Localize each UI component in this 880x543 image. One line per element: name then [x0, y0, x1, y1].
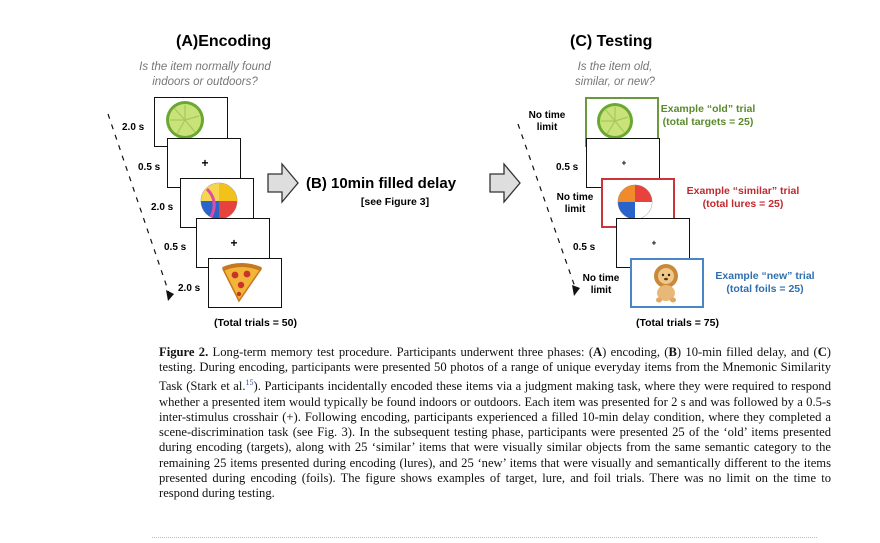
encoding-time-1: 2.0 s [122, 122, 145, 133]
testing-time-5: No time limit [578, 273, 624, 297]
caption-text-4: ). Participants incidentally encoded the… [159, 379, 831, 501]
encoding-title: (A)Encoding [176, 33, 272, 50]
caption-b: B [668, 345, 677, 359]
pizza-image [221, 263, 263, 303]
crosshair: + [621, 158, 627, 168]
encoding-timeline [107, 113, 174, 301]
caption-label: Figure 2. [159, 345, 209, 359]
caption-intro: Long-term memory test procedure. Partici… [208, 345, 594, 359]
encoding-question: Is the item normally found indoors or ou… [100, 60, 310, 90]
arrow-delay-to-testing [489, 162, 521, 204]
figure-caption: Figure 2. Long-term memory test procedur… [159, 345, 831, 501]
example-similar-line2: (total lures = 25) [702, 198, 784, 210]
testing-time-1-text: No time limit [528, 110, 566, 133]
encoding-time-5: 2.0 s [178, 283, 201, 294]
example-old-line1: Example “old” trial [660, 103, 756, 115]
delay-subtitle: [see Figure 3] [360, 196, 430, 208]
testing-time-5-text: No time limit [582, 273, 620, 296]
encoding-frame-lime [154, 97, 228, 147]
testing-time-3-text: No time limit [556, 192, 594, 215]
encoding-time-2: 0.5 s [138, 162, 161, 173]
lion-toy-image [654, 264, 678, 303]
encoding-total: (Total trials = 50) [214, 317, 297, 329]
encoding-timeline-arrowhead [166, 290, 174, 301]
testing-question: Is the item old, similar, or new? [530, 60, 700, 90]
lime-image [597, 103, 633, 139]
caption-c: C [817, 345, 827, 359]
testing-question-line1: Is the item old, [577, 61, 653, 73]
encoding-question-line2: indoors or outdoors? [152, 76, 258, 88]
testing-frame-lime-old [585, 97, 659, 147]
page-divider [152, 537, 817, 538]
example-old-line2: (total targets = 25) [662, 116, 754, 128]
example-similar-label: Example “similar” trial (total lures = 2… [680, 185, 806, 211]
testing-title: (C) Testing [570, 33, 653, 50]
testing-time-3: No time limit [552, 192, 598, 216]
encoding-question-line1: Is the item normally found [139, 61, 271, 73]
caption-text-1: ) encoding, ( [602, 345, 669, 359]
caption-text-2: ) 10-min filled delay, and ( [676, 345, 818, 359]
testing-frame-lion-new [630, 258, 704, 308]
testing-time-4: 0.5 s [573, 242, 596, 253]
crosshair: + [230, 236, 238, 250]
example-new-label: Example “new” trial (total foils = 25) [708, 270, 822, 296]
beach-ball-image [617, 184, 653, 220]
example-old-label: Example “old” trial (total targets = 25) [652, 103, 764, 129]
testing-time-2: 0.5 s [556, 162, 579, 173]
caption-text-3: ) testing. During encoding, participants… [159, 345, 831, 394]
lime-image [166, 101, 204, 139]
testing-total: (Total trials = 75) [636, 317, 719, 329]
example-new-line2: (total foils = 25) [726, 283, 804, 295]
crosshair: + [201, 156, 209, 170]
example-similar-line1: Example “similar” trial [686, 185, 800, 197]
encoding-time-3: 2.0 s [151, 202, 174, 213]
delay-title: (B) 10min filled delay [306, 175, 457, 192]
testing-time-1: No time limit [524, 110, 570, 134]
testing-timeline-arrowhead [572, 285, 580, 296]
encoding-frame-pizza [208, 258, 282, 308]
example-new-line1: Example “new” trial [715, 270, 815, 282]
crosshair: + [651, 238, 657, 248]
caption-reference-link[interactable]: 15 [245, 378, 254, 388]
caption-a: A [593, 345, 603, 359]
arrow-encoding-to-delay [267, 162, 299, 204]
beach-ball-image [200, 182, 238, 220]
testing-timeline [517, 123, 580, 296]
encoding-time-4: 0.5 s [164, 242, 187, 253]
testing-question-line2: similar, or new? [575, 76, 655, 88]
